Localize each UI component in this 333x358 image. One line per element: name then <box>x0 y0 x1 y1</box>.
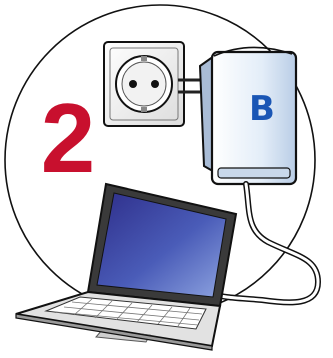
power-socket-icon <box>104 42 184 126</box>
step-number: 2 <box>41 83 96 193</box>
powerline-adapter-icon <box>200 47 296 184</box>
adapter-letter: B <box>249 89 275 129</box>
